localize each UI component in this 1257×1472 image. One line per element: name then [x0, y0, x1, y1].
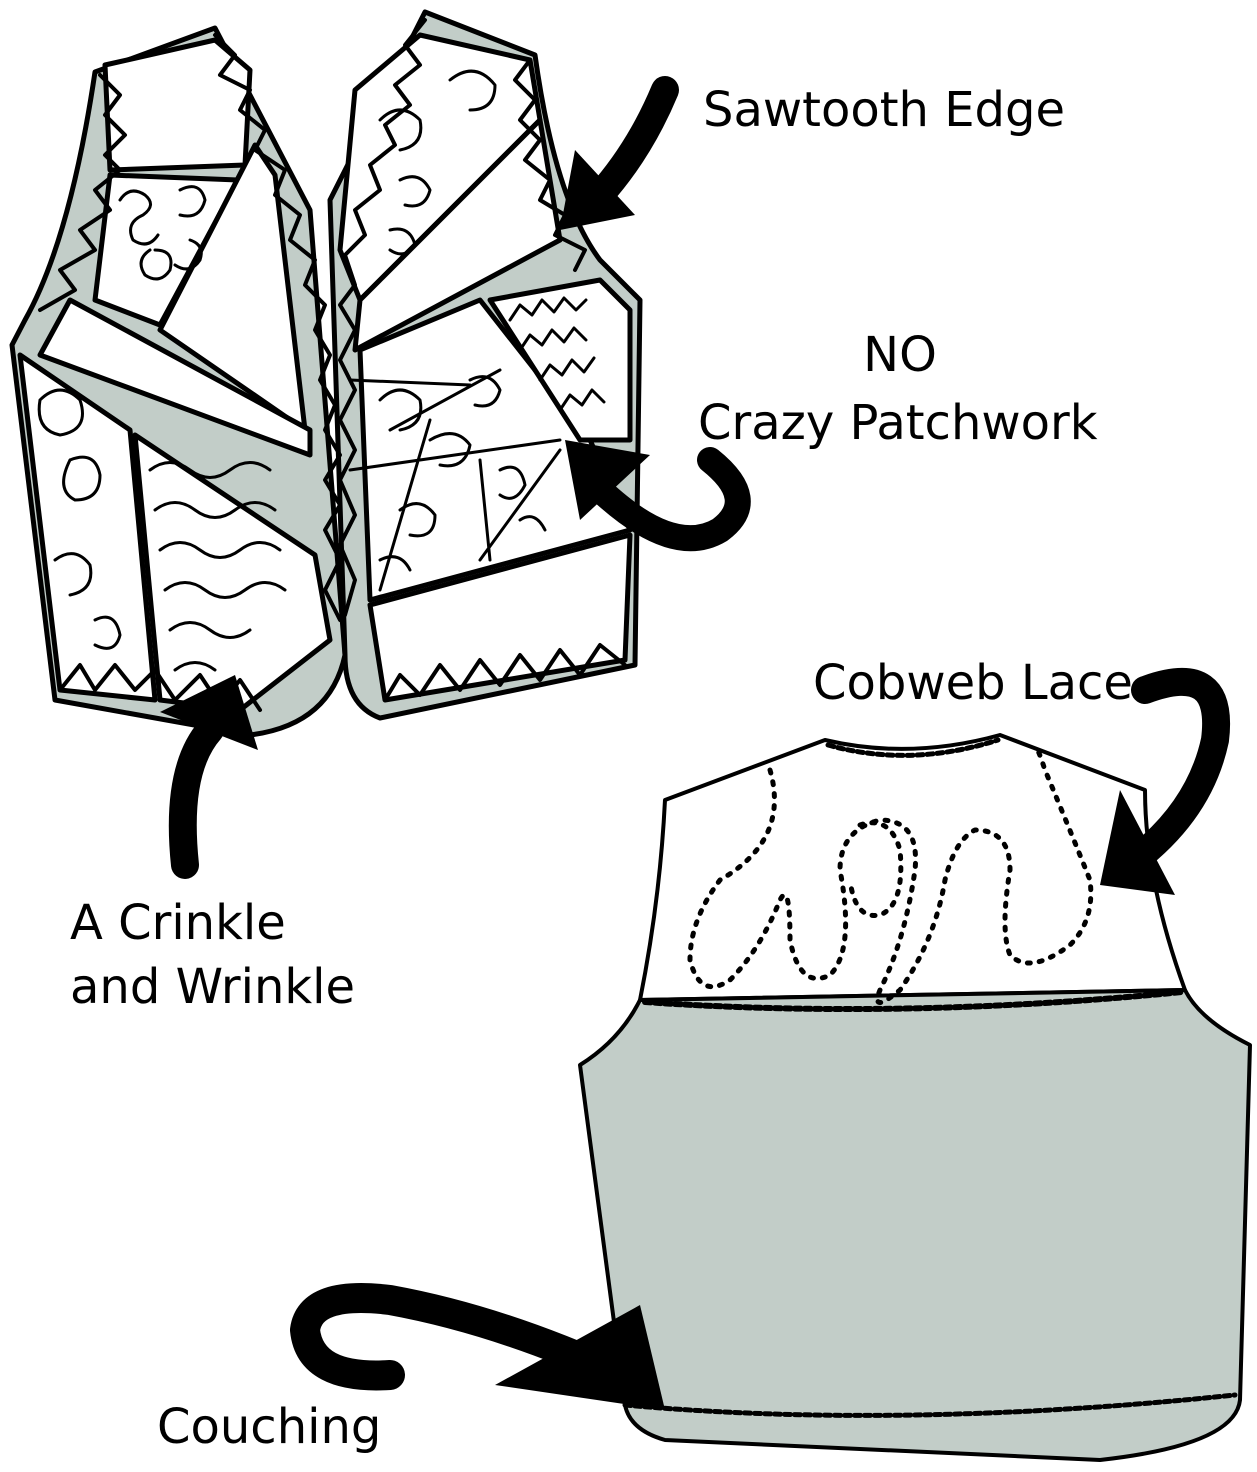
- patchwork-vest: [12, 12, 640, 735]
- label-crazy-patchwork: Crazy Patchwork: [698, 393, 1098, 453]
- sawtooth-arrow-shaft: [600, 90, 665, 195]
- label-no: NO: [860, 325, 940, 385]
- label-sawtooth-edge: Sawtooth Edge: [703, 80, 1065, 140]
- label-crinkle-line2: and Wrinkle: [70, 957, 355, 1017]
- label-crinkle-line1: A Crinkle: [70, 893, 286, 953]
- panel-top-left: [105, 40, 250, 170]
- crinkle-arrow-shaft: [183, 730, 210, 865]
- cobweb-arrow-shaft: [1135, 682, 1216, 860]
- back-body: [580, 990, 1250, 1460]
- back-yoke: [640, 735, 1185, 1000]
- label-cobweb-lace: Cobweb Lace: [813, 653, 1133, 713]
- label-couching: Couching: [157, 1397, 381, 1457]
